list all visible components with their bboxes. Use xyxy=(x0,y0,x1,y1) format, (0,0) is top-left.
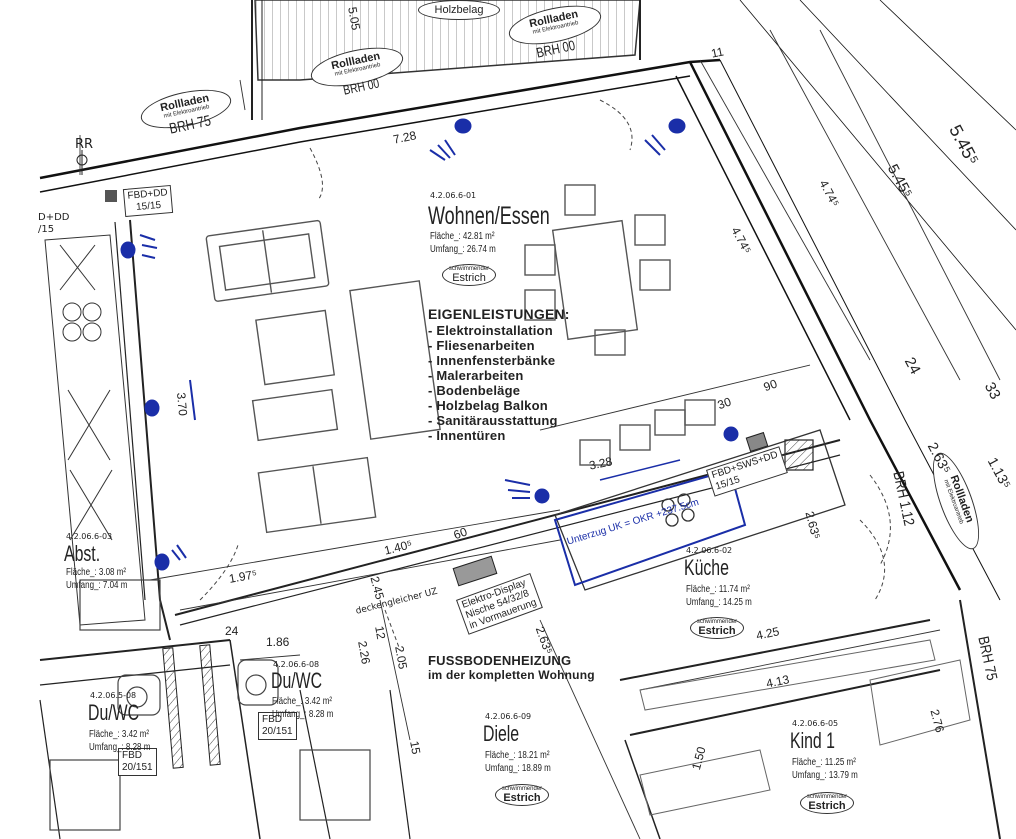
furniture xyxy=(205,184,716,534)
dim-label: 2.05 xyxy=(392,644,411,671)
room-name-diele: Diele xyxy=(483,721,520,746)
dim-label: 1.86 xyxy=(266,635,290,649)
door-swings xyxy=(199,99,891,651)
dim-label: 2.26 xyxy=(355,639,374,666)
eigenleistung-item: - Fliesenarbeiten xyxy=(428,338,535,353)
elektro-niche xyxy=(452,555,498,587)
room-area-wohnen: Fläche_: 42.81 m² xyxy=(430,231,495,242)
column-left xyxy=(105,190,117,202)
room-perimeter-abst: Umfang_: 7.04 m xyxy=(66,580,128,591)
fbd-left-label: D+DD /15 xyxy=(38,212,70,235)
shaft-wall-left xyxy=(162,647,184,769)
room-id-duwc1: 4.2.06.6-08 xyxy=(273,660,320,669)
room-id-abst: 4.2.06.6-03 xyxy=(66,532,113,541)
eigenleistung-item: - Elektroinstallation xyxy=(428,323,553,338)
room-area-abst: Fläche_: 3.08 m² xyxy=(66,567,127,578)
room-area-diele: Fläche_: 18.21 m² xyxy=(485,750,550,761)
estrich-badge-kind1: schwimmender Estrich xyxy=(800,792,854,814)
holzbelag-label: Holzbelag xyxy=(418,0,500,20)
kitchen-counter xyxy=(554,429,846,591)
blue-markers xyxy=(120,118,739,571)
room-perimeter-duwc1: Umfang_: 8.28 m xyxy=(272,709,334,720)
room-area-kind1: Fläche_: 11.25 m² xyxy=(792,757,856,768)
eigenleistung-item: - Sanitärausstattung xyxy=(428,413,558,428)
room-area-duwc2: Fläche_: 3.42 m² xyxy=(89,729,150,740)
dim-label: 12 xyxy=(372,624,389,641)
room-name-kueche: Küche xyxy=(684,555,729,580)
unterzug-outline xyxy=(553,468,747,587)
estrich-badge-diele: schwimmender Estrich xyxy=(495,784,549,806)
room-perimeter-wohnen: Umfang_: 26.74 m xyxy=(430,244,496,255)
room-name-kind1: Kind 1 xyxy=(790,728,835,753)
eigenleistung-item: - Holzbelag Balkon xyxy=(428,398,548,413)
room-name-abst: Abst. xyxy=(64,541,101,566)
rr-label: RR xyxy=(75,137,94,152)
fbd-wc2-box: FBD 20/151 xyxy=(118,748,157,776)
fbd-wc-box: FBD 20/151 xyxy=(258,712,297,740)
dim-label: 5.05 xyxy=(345,5,364,32)
room-id-diele: 4.2.06.6-09 xyxy=(485,712,532,721)
exterior-walls xyxy=(39,0,1016,601)
dim-label: 24 xyxy=(225,624,239,638)
column xyxy=(745,431,769,453)
room-area-duwc1: Fläche_: 3.42 m² xyxy=(272,696,333,707)
fbd-dd-box: FBD+DD 15/15 xyxy=(122,184,174,218)
room-name-duwc1: Du/WC xyxy=(271,668,323,693)
eigenleistungen-list: EIGENLEISTUNGEN: - Elektroinstallation -… xyxy=(428,306,570,444)
room-id-kind1: 4.2.06.6-05 xyxy=(792,719,839,728)
dim-label: 11 xyxy=(709,44,725,61)
shaft-wall-right xyxy=(199,644,221,766)
room-area-kueche: Fläche_: 11.74 m² xyxy=(686,584,750,595)
fussbodenheizung-note: FUSSBODENHEIZUNG im der kompletten Wohnu… xyxy=(428,653,595,682)
estrich-badge-kueche: schwimmender Estrich xyxy=(690,617,744,639)
room-perimeter-diele: Umfang_: 18.89 m xyxy=(485,763,551,774)
kind-furniture xyxy=(639,639,971,816)
room-name-duwc2: Du/WC xyxy=(88,700,140,725)
dim-label: 3.70 xyxy=(174,391,191,417)
eigenleistung-item: - Malerarbeiten xyxy=(428,368,524,383)
eigenleistung-item: - Innenfensterbänke xyxy=(428,353,556,368)
room-perimeter-kueche: Umfang_: 14.25 m xyxy=(686,597,752,608)
room-id-duwc2: 4.2.06.5-08 xyxy=(90,691,137,700)
eigenleistungen-title: EIGENLEISTUNGEN: xyxy=(428,306,570,322)
dim-label: 15 xyxy=(407,739,424,756)
room-perimeter-kind1: Umfang_: 13.79 m xyxy=(792,770,858,781)
bath-fixtures xyxy=(49,579,371,831)
eigenleistung-item: - Bodenbeläge xyxy=(428,383,521,398)
room-perimeter-duwc2: Umfang_: 8.28 m xyxy=(89,742,151,753)
dimension-lines xyxy=(79,29,1001,839)
rr-symbol xyxy=(76,150,88,175)
room-id-wohnen: 4.2.06.6-01 xyxy=(430,191,477,200)
estrich-badge-wohnen: schwimmender Estrich xyxy=(442,264,496,286)
left-cabinets xyxy=(44,234,146,626)
eigenleistung-item: - Innentüren xyxy=(428,428,506,443)
room-id-kueche: 4.2.06.6-02 xyxy=(686,546,733,555)
room-name-wohnen: Wohnen/Essen xyxy=(428,202,550,230)
